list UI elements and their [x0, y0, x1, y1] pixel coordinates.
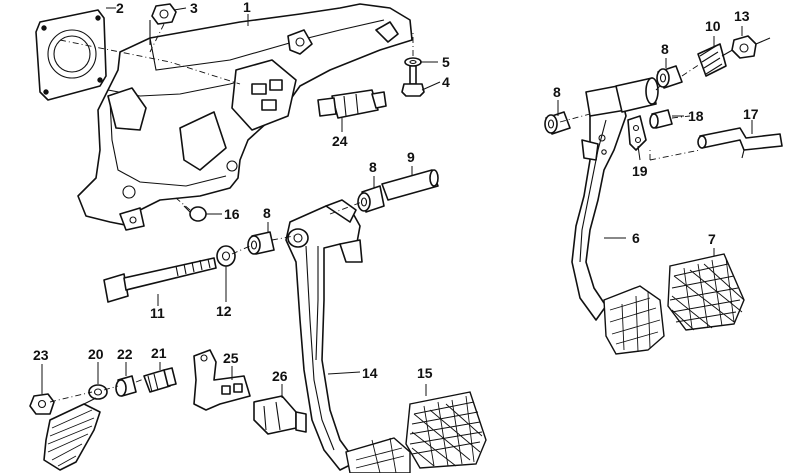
callout-17: 17 [743, 106, 759, 122]
part-6-clutch-pedal [571, 77, 665, 355]
callout-12: 12 [216, 303, 232, 319]
part-4-bolt [401, 65, 425, 97]
callout-16: 16 [224, 206, 240, 222]
callout-8a: 8 [263, 205, 271, 221]
part-17-rod [697, 127, 783, 159]
callout-26: 26 [272, 368, 288, 384]
part-18-pin [649, 109, 673, 129]
callout-13: 13 [734, 8, 750, 24]
part-13-nut [731, 35, 771, 59]
centerline-spring [655, 63, 701, 91]
part-11-pivot-bolt [103, 257, 217, 303]
part-22-bushing [115, 375, 137, 397]
part-12-washer [216, 245, 236, 267]
callout-1: 1 [243, 0, 251, 15]
callout-5: 5 [442, 54, 450, 70]
part-16-buffer [183, 205, 207, 222]
centerline-nut [149, 23, 165, 53]
part-24-brake-light-switch [317, 89, 387, 119]
callout-18: 18 [688, 108, 704, 124]
callout-20: 20 [88, 346, 104, 362]
centerline-bracket [59, 39, 241, 85]
part-23-nut [29, 393, 55, 415]
part-2-gasket [35, 9, 107, 101]
part-20-spring-assembly [43, 384, 108, 471]
callout-10: 10 [705, 18, 721, 34]
part-8-bushing-d [656, 65, 683, 89]
part-26-switch [253, 395, 307, 435]
part-8-bushing-a [247, 231, 275, 255]
part-8-bushing-c [544, 111, 571, 135]
centerline-rod [649, 115, 701, 161]
centerline-hardware [49, 377, 147, 403]
part-7-clutch-pedal-pad [667, 253, 745, 331]
centerline-buffer [175, 197, 191, 211]
part-3-nut [151, 3, 177, 25]
callout-21: 21 [151, 345, 167, 361]
callout-23: 23 [33, 347, 49, 363]
part-1-pedal-bracket [77, 3, 413, 231]
callout-8c: 8 [553, 84, 561, 100]
part-25-switch-bracket [193, 349, 251, 411]
centerline-sleeve [329, 201, 363, 215]
centerline-bushing-c [559, 113, 591, 123]
callout-3: 3 [190, 0, 198, 16]
callout-19: 19 [632, 163, 648, 179]
callout-24: 24 [332, 133, 348, 149]
part-10-spring [697, 43, 737, 77]
part-14-brake-pedal [285, 199, 411, 473]
callout-8d: 8 [661, 41, 669, 57]
callout-22: 22 [117, 346, 133, 362]
callout-4: 4 [442, 74, 450, 90]
callout-8b: 8 [369, 159, 377, 175]
callout-9: 9 [407, 149, 415, 165]
callout-7: 7 [708, 231, 716, 247]
part-9-sleeve [381, 169, 439, 201]
callout-2: 2 [116, 0, 124, 16]
part-5-washer [404, 57, 422, 67]
centerline-pivot [231, 235, 295, 255]
callout-6: 6 [632, 230, 640, 246]
callout-25: 25 [223, 350, 239, 366]
leader-lines [41, 7, 753, 398]
part-15-brake-pedal-pad [405, 391, 487, 469]
callout-15: 15 [417, 365, 433, 381]
part-8-bushing-b [357, 185, 385, 213]
callout-14: 14 [362, 365, 378, 381]
part-21-pin [143, 367, 177, 393]
callout-11: 11 [150, 305, 165, 321]
part-19-clip [627, 115, 647, 151]
